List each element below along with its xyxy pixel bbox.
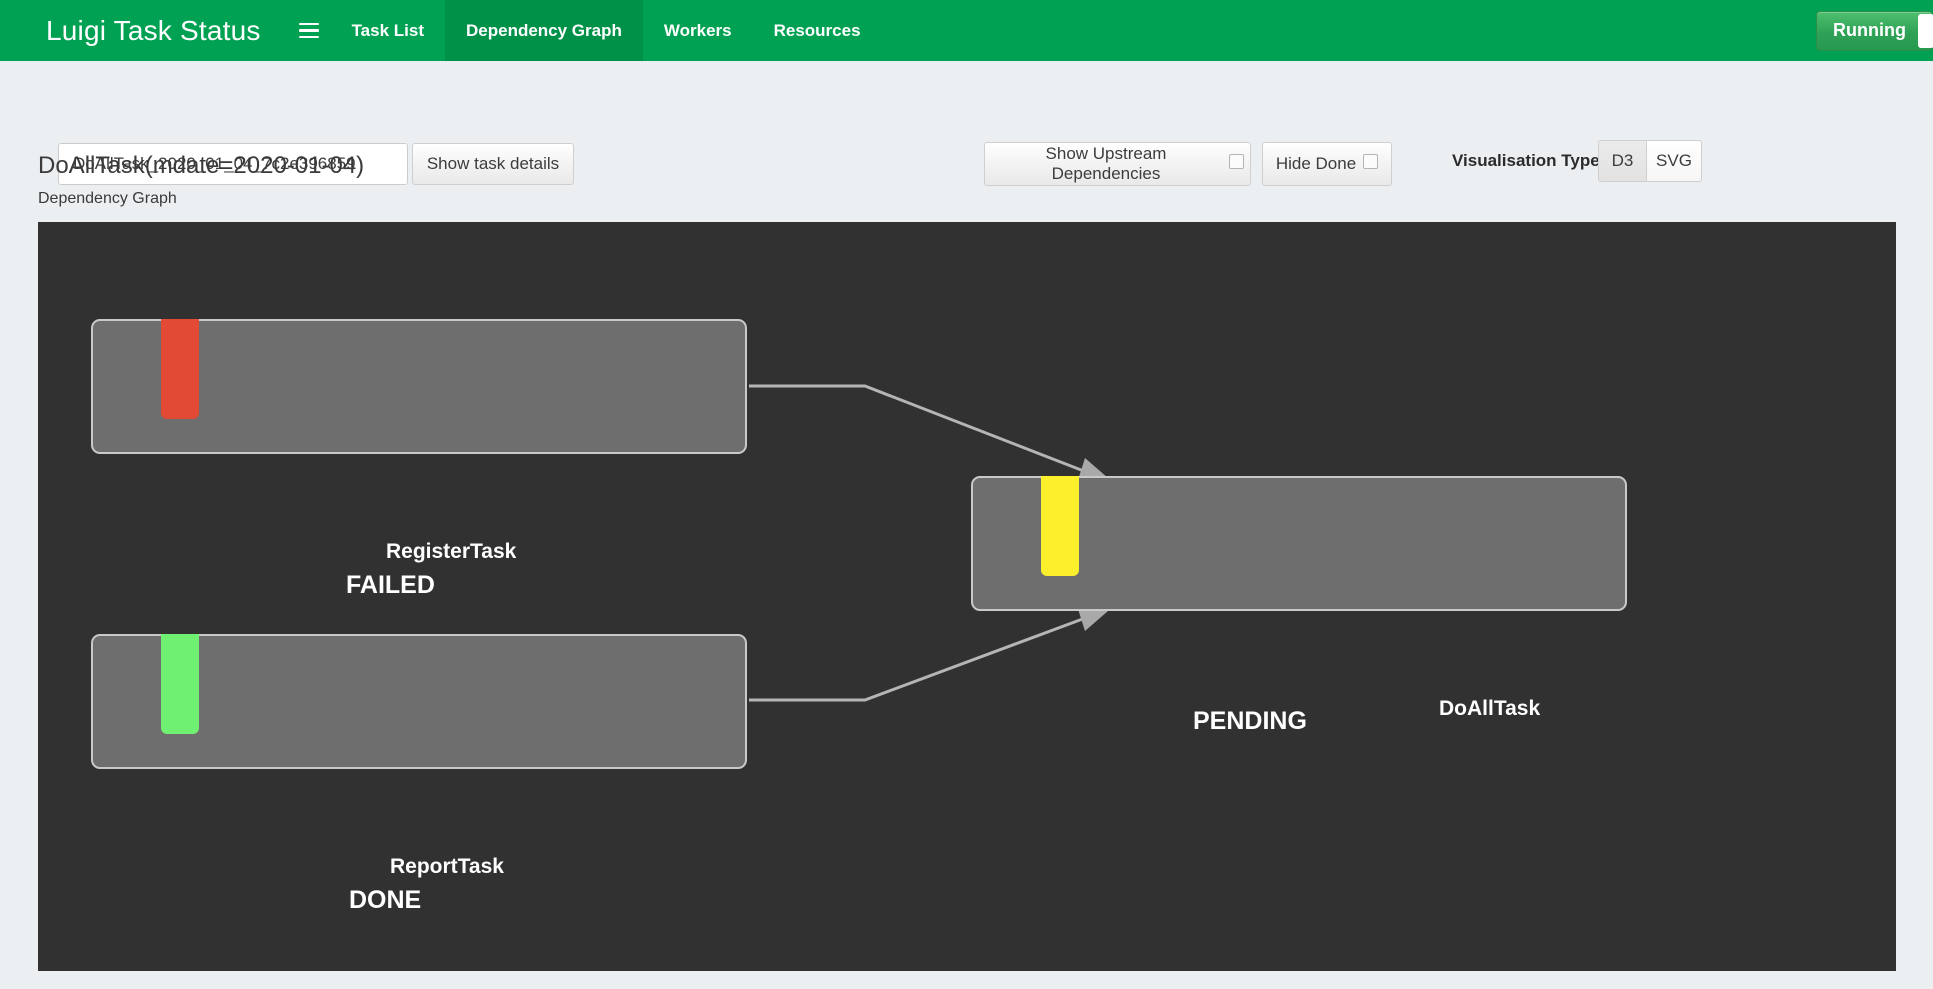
dependency-graph-canvas[interactable]: RegisterTask FAILED ReportTask DONE DoAl… [38, 222, 1896, 971]
visualisation-type-group: D3 SVG [1598, 140, 1702, 182]
edge-report-to-doall [749, 612, 1097, 702]
graph-node-registertask[interactable] [91, 319, 747, 454]
status-badge-label: Running [1833, 20, 1906, 40]
hide-done-button[interactable]: Hide Done [1262, 142, 1392, 186]
navbar-right: Running [1816, 0, 1933, 61]
edge-arrowhead-report [1078, 609, 1108, 631]
page-title: DoAllTask(mdate=2020-01-04) [38, 152, 365, 179]
tab-resources[interactable]: Resources [773, 20, 861, 40]
edge-arrowhead-register [1078, 458, 1108, 480]
graph-node-status-bar [1041, 476, 1079, 576]
graph-node-status-bar [161, 634, 199, 734]
visualisation-type-label: Visualisation Type [1452, 151, 1600, 170]
status-badge[interactable]: Running [1816, 10, 1933, 51]
hamburger-bar [298, 22, 319, 26]
show-upstream-checkbox[interactable] [1229, 153, 1244, 169]
task-search-input[interactable] [58, 143, 408, 185]
hamburger-bar [298, 29, 319, 32]
tab-dependency-graph[interactable]: Dependency Graph [445, 0, 643, 61]
top-navbar: Luigi Task Status Task List Dependency G… [0, 0, 1933, 61]
vis-type-svg-button[interactable]: SVG [1646, 140, 1702, 182]
app-brand[interactable]: Luigi Task Status [46, 15, 261, 46]
graph-node-registertask-status: FAILED [346, 571, 435, 599]
graph-node-reporttask[interactable] [91, 634, 747, 769]
graph-node-doalltask-label: DoAllTask [1439, 697, 1541, 720]
show-upstream-label: Show Upstream Dependencies [1045, 144, 1167, 183]
edge-register-to-doall [749, 384, 1095, 477]
graph-node-doalltask-status: PENDING [1193, 707, 1307, 735]
hide-done-label: Hide Done [1275, 154, 1357, 173]
show-upstream-dependencies-button[interactable]: Show Upstream Dependencies [984, 142, 1251, 186]
status-badge-handle[interactable] [1918, 13, 1933, 48]
graph-node-reporttask-status: DONE [349, 886, 422, 914]
graph-node-status-bar [161, 319, 199, 419]
graph-toolbar: Show task details Show Upstream Dependen… [0, 61, 1933, 186]
show-task-details-button[interactable]: Show task details [412, 143, 574, 185]
hide-done-checkbox[interactable] [1363, 153, 1379, 169]
hamburger-icon[interactable] [287, 0, 331, 61]
graph-node-doalltask[interactable] [971, 476, 1627, 611]
tab-workers[interactable]: Workers [663, 20, 732, 40]
page-subtitle: Dependency Graph [38, 190, 177, 207]
hamburger-bar [298, 35, 319, 39]
nav-tabs: Task List Dependency Graph Workers Resou… [331, 0, 882, 61]
graph-edges-layer [749, 384, 1108, 702]
graph-node-reporttask-label: ReportTask [390, 855, 504, 878]
tab-task-list[interactable]: Task List [351, 20, 424, 40]
vis-type-d3-button[interactable]: D3 [1598, 140, 1646, 182]
graph-node-registertask-label: RegisterTask [386, 540, 517, 563]
